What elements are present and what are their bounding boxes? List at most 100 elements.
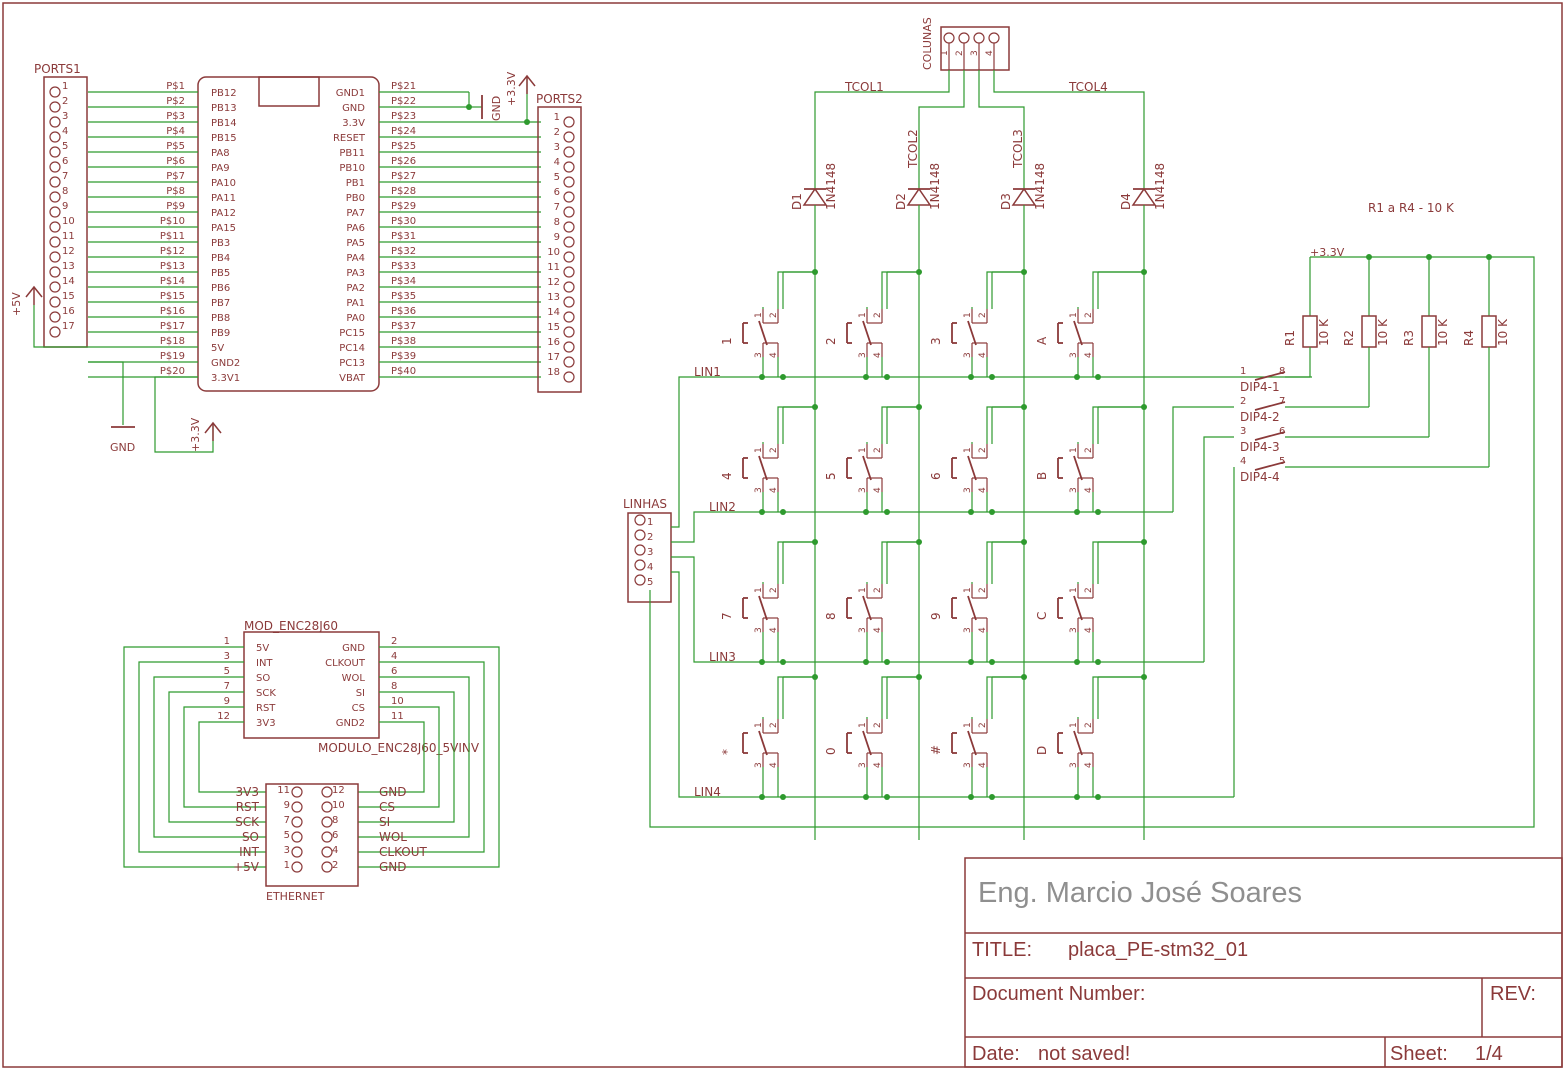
switch-pin: 1 <box>1069 722 1079 728</box>
junction-dot <box>916 269 922 275</box>
mcu-right-net: P$24 <box>391 126 416 137</box>
diode-name: D4 <box>1119 193 1133 210</box>
mcu-right-net: P$40 <box>391 366 416 377</box>
mcu-right-net: P$33 <box>391 261 416 272</box>
enc-left-pin: INT <box>256 658 273 669</box>
resistor-name: R4 <box>1462 330 1476 346</box>
switch-pin: 1 <box>754 447 764 453</box>
key-label: # <box>929 745 943 755</box>
mcu-left-pin: PB15 <box>211 133 237 144</box>
header-pin <box>563 221 575 233</box>
enc-left-route <box>198 721 266 793</box>
mcu-right-pin: PB0 <box>346 193 365 204</box>
enc-left-route <box>123 646 266 868</box>
header-pin <box>49 176 61 188</box>
junction-dot <box>884 374 890 380</box>
junction-dot <box>1074 509 1080 515</box>
enc-right-pin: CS <box>352 703 365 714</box>
junction-dot <box>1366 254 1372 260</box>
mcu-right-net: P$26 <box>391 156 416 167</box>
title-block-frame <box>964 857 1563 1068</box>
header-pin <box>49 206 61 218</box>
header-pin <box>563 206 575 218</box>
diode-value: 1N4148 <box>1153 163 1167 210</box>
vcc-bus-wire <box>649 256 1535 828</box>
switch-pin: 4 <box>769 762 779 768</box>
switch-pin: 2 <box>978 587 988 593</box>
dip-left-pin: 1 <box>1240 366 1246 377</box>
mcu-right-pin: PB1 <box>346 178 365 189</box>
junction-dot <box>780 374 786 380</box>
mcu-left-pin: PB3 <box>211 238 230 249</box>
junction-dot <box>780 794 786 800</box>
switch-pin: 1 <box>858 447 868 453</box>
switch-pin: 1 <box>963 722 973 728</box>
switch-pin: 4 <box>873 627 883 633</box>
switch-pin: 4 <box>978 352 988 358</box>
switch-contact <box>862 730 872 756</box>
res-vcc33-label: +3.3V <box>1310 246 1345 259</box>
diode-body <box>802 187 828 206</box>
junction-dot <box>1095 659 1101 665</box>
enc-right-pin: WOL <box>342 673 366 684</box>
switch-pin: 1 <box>754 587 764 593</box>
switch-pin: 1 <box>963 447 973 453</box>
header-pin <box>49 236 61 248</box>
junction-dot <box>812 269 818 275</box>
key-label: D <box>1035 746 1049 755</box>
enc-left-pin: SO <box>256 673 270 684</box>
key-label: 3 <box>929 337 943 345</box>
enc-left-num: 3 <box>224 651 230 662</box>
switch-pin: 1 <box>1069 312 1079 318</box>
switch-pin: 2 <box>769 447 779 453</box>
switch-pin: 4 <box>978 627 988 633</box>
junction-dot <box>1095 509 1101 515</box>
colunas-pin-number: 3 <box>970 50 980 56</box>
mcu-right-net: P$25 <box>391 141 416 152</box>
header-pin <box>291 786 303 798</box>
mcu-right-net: P$34 <box>391 276 416 287</box>
switch-pin: 3 <box>858 627 868 633</box>
ports2-name: PORTS2 <box>536 92 583 106</box>
ethernet-left-label: SO <box>242 830 259 844</box>
lin2-label: LIN2 <box>709 500 736 514</box>
dip-name: DIP4-2 <box>1240 410 1280 424</box>
enc-left-num: 1 <box>224 636 230 647</box>
switch-pin: 1 <box>963 312 973 318</box>
switch-pin: 1 <box>858 312 868 318</box>
enc-right-num: 6 <box>391 666 397 677</box>
enc-body <box>243 631 380 739</box>
mcu-right-pin: PC13 <box>339 358 365 369</box>
colunas-body <box>940 26 1010 71</box>
diode-value: 1N4148 <box>1033 163 1047 210</box>
ports1-pin-number: 6 <box>62 156 68 167</box>
header-pin <box>49 251 61 263</box>
mcu-left-net: P$11 <box>160 231 185 242</box>
switch-pin: 2 <box>873 312 883 318</box>
ports2-pin-number: 15 <box>547 322 560 333</box>
tcol1-wire <box>814 70 950 190</box>
mcu-right-pin: VBAT <box>339 373 366 384</box>
switch-pin: 3 <box>858 762 868 768</box>
resistor-value: 10 K <box>1496 318 1510 346</box>
resistor-body <box>1421 315 1437 348</box>
enc-left-pin: 3V3 <box>256 718 276 729</box>
mcu-left-net: P$7 <box>166 171 185 182</box>
mcu-right-net: P$36 <box>391 306 416 317</box>
switch-pin: 1 <box>858 722 868 728</box>
mcu-right-pin: PA0 <box>346 313 365 324</box>
mcu-right-pin: PA5 <box>346 238 365 249</box>
mcu-left-pin: PA12 <box>211 208 236 219</box>
gnd2-wire <box>88 361 124 425</box>
header-pin <box>634 544 646 556</box>
switch-pin: 3 <box>963 487 973 493</box>
enc-value: MODULO_ENC28J60_5VINV <box>318 741 480 755</box>
mcu-left-pin: PB12 <box>211 88 237 99</box>
junction-dot <box>916 539 922 545</box>
switch-contact <box>1073 455 1083 481</box>
switch-column-wire <box>1092 676 1144 719</box>
mcu-right-pin: GND1 <box>336 88 365 99</box>
mcu-right-net: P$28 <box>391 186 416 197</box>
mcu-right-pin: PA4 <box>346 253 365 264</box>
